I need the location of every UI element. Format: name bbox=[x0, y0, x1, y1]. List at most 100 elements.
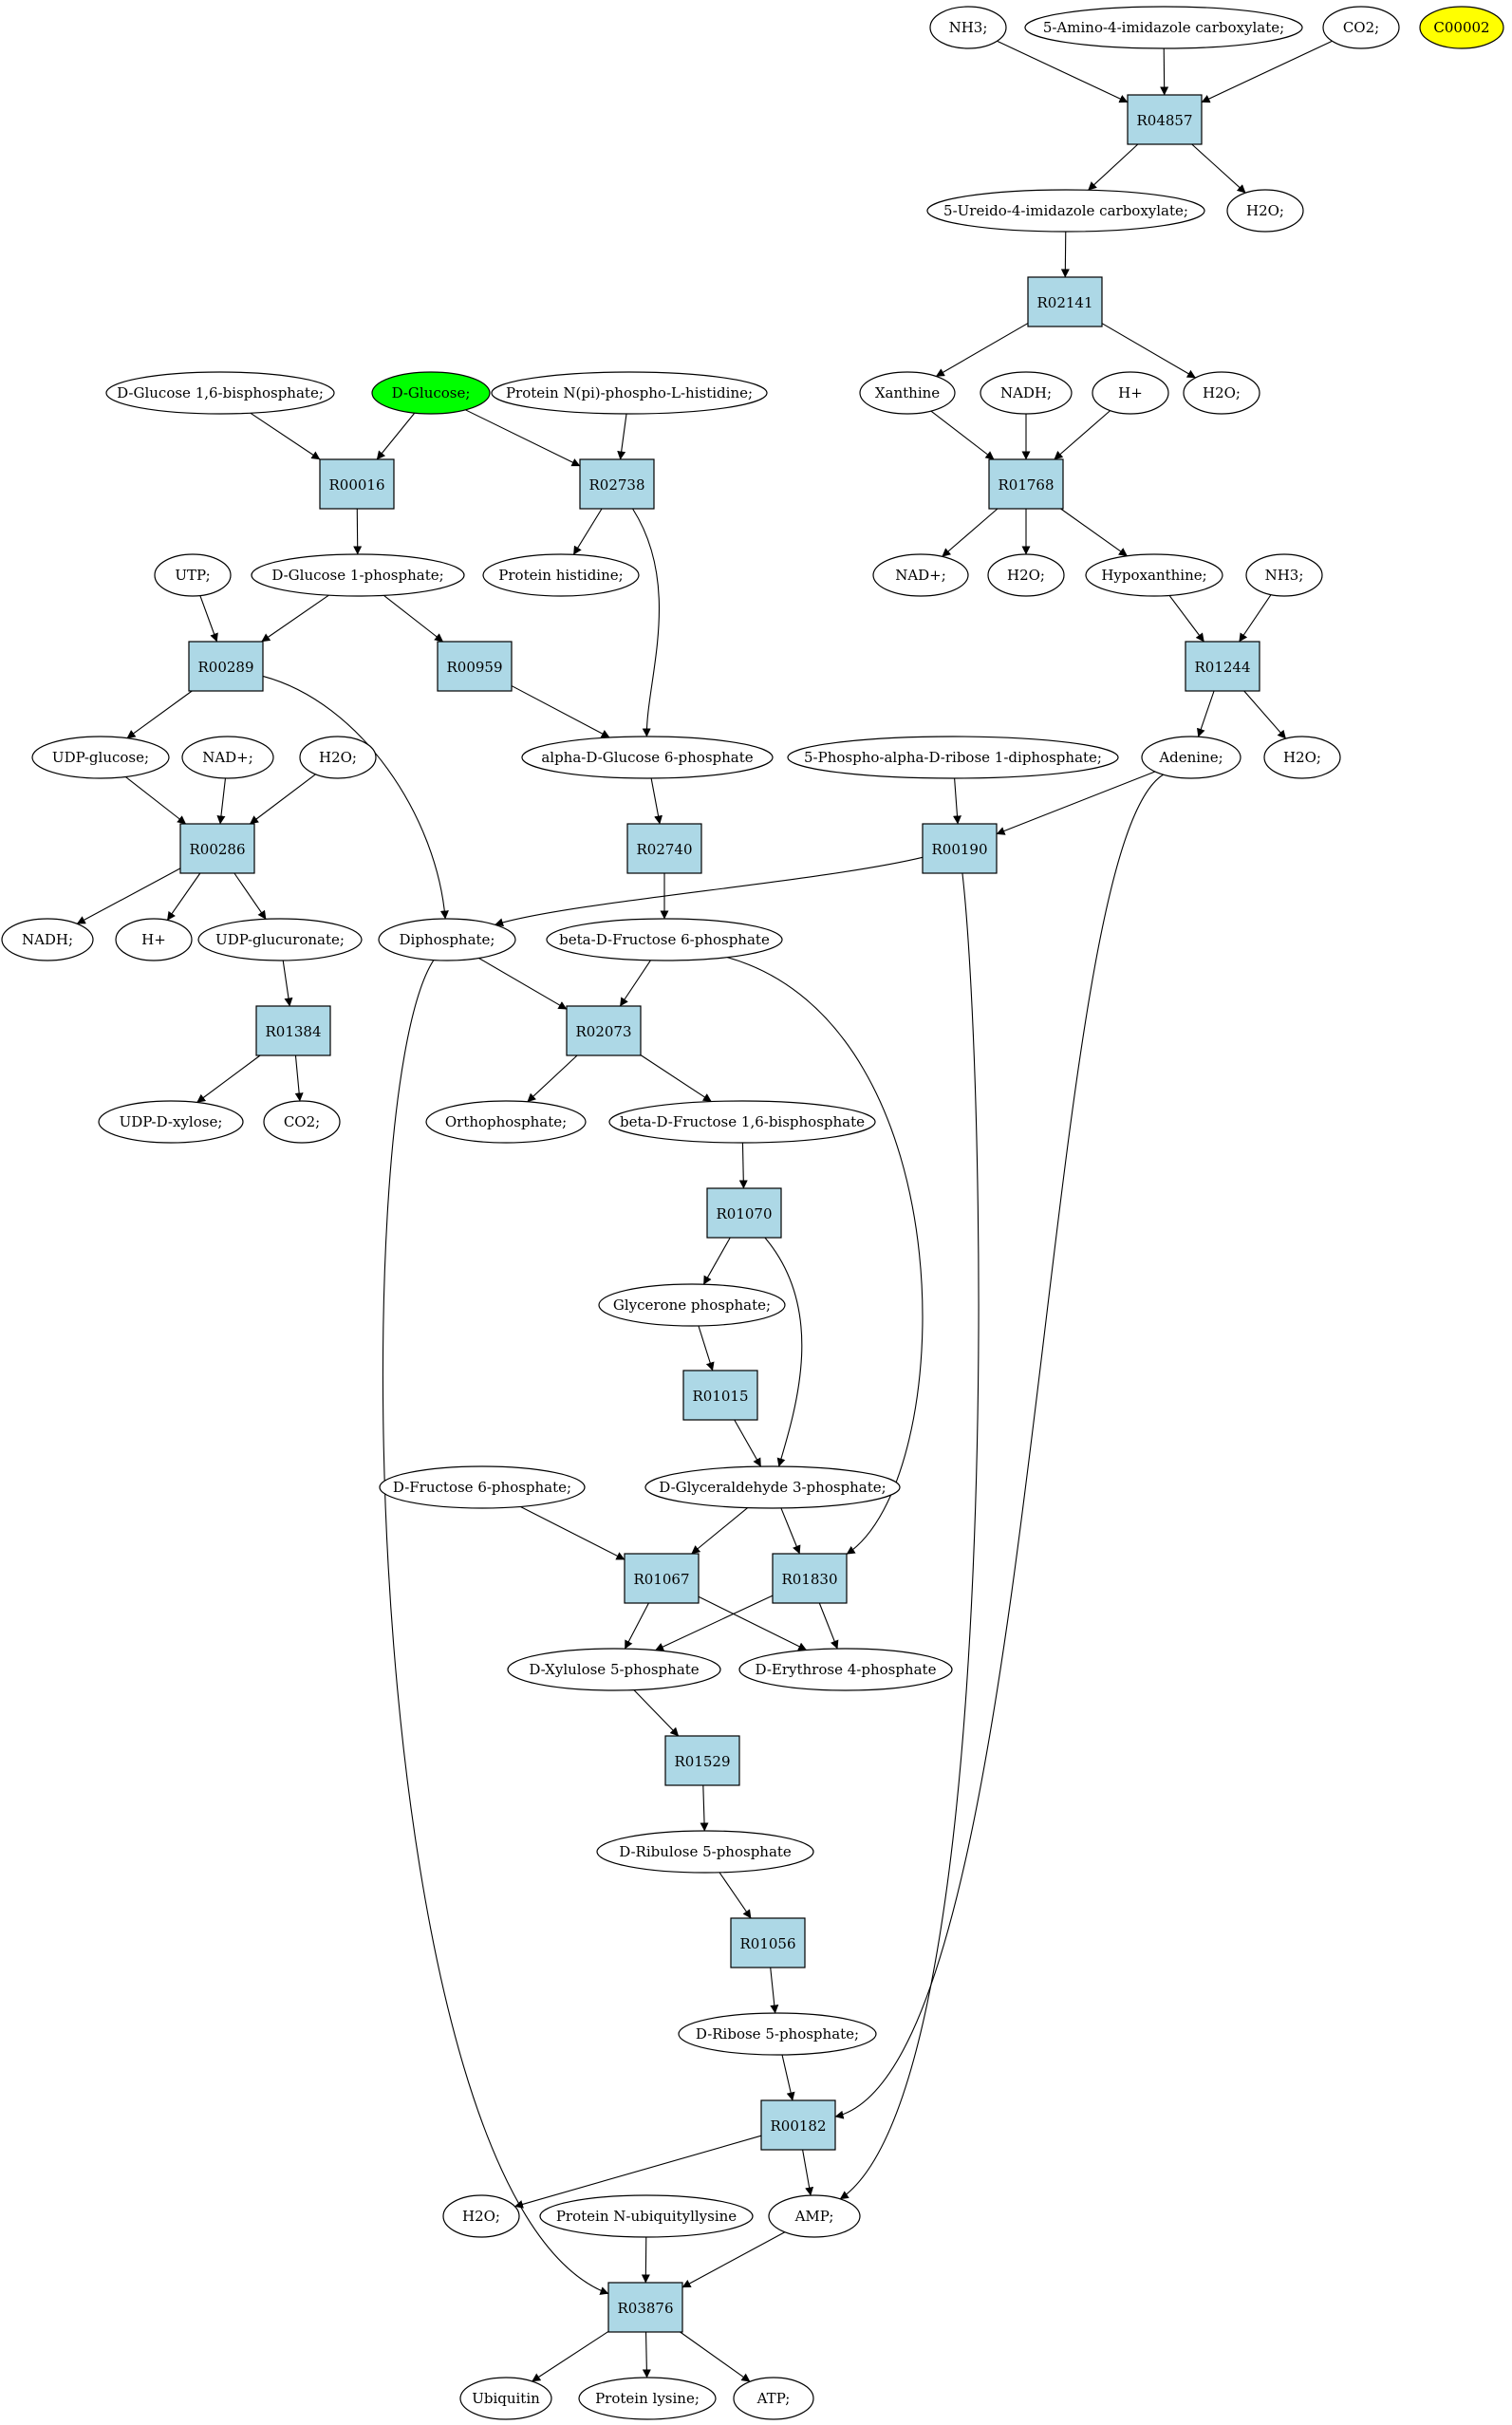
reaction-node-r01015[interactable]: R01015 bbox=[682, 1370, 758, 1421]
compound-node-hypoxanthine[interactable]: Hypoxanthine; bbox=[1085, 553, 1223, 597]
compound-node-nh3_b[interactable]: NH3; bbox=[1245, 553, 1323, 597]
reaction-node-r00182[interactable]: R00182 bbox=[760, 2099, 836, 2151]
compound-node-atp[interactable]: ATP; bbox=[733, 2377, 814, 2420]
reaction-node-r01830[interactable]: R01830 bbox=[772, 1553, 848, 1604]
compound-shape bbox=[1141, 736, 1241, 779]
reaction-shape bbox=[188, 641, 264, 692]
reaction-label: R00190 bbox=[931, 841, 987, 858]
compound-node-protlys[interactable]: Protein lysine; bbox=[578, 2377, 717, 2420]
compound-shape bbox=[371, 371, 491, 415]
edge-aglc6p-to-R02740 bbox=[650, 777, 663, 825]
compound-node-glc16bp[interactable]: D-Glucose 1,6-bisphosphate; bbox=[105, 371, 335, 415]
compound-node-co2_b[interactable]: CO2; bbox=[263, 1100, 341, 1144]
reaction-label: R03876 bbox=[617, 2300, 673, 2317]
compound-node-h2o_c[interactable]: H2O; bbox=[987, 553, 1065, 597]
edge-hypoxanthine-to-R01244 bbox=[1168, 595, 1204, 643]
reaction-node-r01244[interactable]: R01244 bbox=[1185, 641, 1260, 692]
compound-node-nadh_a[interactable]: NADH; bbox=[980, 371, 1073, 415]
reaction-node-r04857[interactable]: R04857 bbox=[1127, 94, 1203, 145]
compound-node-nadh_b[interactable]: NADH; bbox=[1, 918, 94, 961]
compound-node-nadplus_b[interactable]: NAD+; bbox=[181, 736, 274, 779]
reaction-node-r02141[interactable]: R02141 bbox=[1027, 276, 1103, 327]
compound-node-glc1p[interactable]: D-Glucose 1-phosphate; bbox=[251, 553, 465, 597]
compound-node-diphosphate[interactable]: Diphosphate; bbox=[378, 918, 516, 961]
compound-label: NH3; bbox=[949, 19, 988, 36]
compound-label: 5-Phospho-alpha-D-ribose 1-diphosphate; bbox=[804, 749, 1102, 766]
compound-node-h2o_e[interactable]: H2O; bbox=[299, 736, 377, 779]
compound-node-dglucose[interactable]: D-Glucose; bbox=[371, 371, 491, 415]
reaction-label: R01529 bbox=[674, 1753, 730, 1770]
compound-node-nadplus_a[interactable]: NAD+; bbox=[872, 553, 969, 597]
compound-node-protnphis[interactable]: Protein N(pi)-phospho-L-histidine; bbox=[491, 371, 768, 415]
compound-label: Ubiquitin bbox=[472, 2390, 540, 2407]
compound-node-amp[interactable]: AMP; bbox=[768, 2194, 861, 2238]
compound-node-amino_imid[interactable]: 5-Amino-4-imidazole carboxylate; bbox=[1024, 6, 1303, 49]
reaction-shape bbox=[626, 823, 702, 874]
reaction-label: R01384 bbox=[265, 1023, 321, 1040]
compound-node-ga3p[interactable]: D-Glyceraldehyde 3-phosphate; bbox=[644, 1465, 901, 1509]
edge-R02738-to-aglc6p bbox=[632, 508, 661, 737]
reaction-node-r01529[interactable]: R01529 bbox=[664, 1735, 740, 1786]
compound-node-dfru6p[interactable]: D-Fructose 6-phosphate; bbox=[379, 1465, 586, 1509]
reaction-node-r00190[interactable]: R00190 bbox=[922, 823, 998, 874]
compound-label: D-Erythrose 4-phosphate bbox=[756, 1661, 937, 1678]
reaction-node-r03876[interactable]: R03876 bbox=[607, 2282, 683, 2333]
compound-node-ery4p[interactable]: D-Erythrose 4-phosphate bbox=[738, 1648, 953, 1691]
compound-node-ureido[interactable]: 5-Ureido-4-imidazole carboxylate; bbox=[926, 189, 1205, 233]
compound-node-rul5p[interactable]: D-Ribulose 5-phosphate bbox=[596, 1830, 814, 1874]
compound-node-h2o_b[interactable]: H2O; bbox=[1183, 371, 1260, 415]
reaction-node-r00286[interactable]: R00286 bbox=[179, 823, 255, 874]
reaction-shape bbox=[437, 641, 513, 692]
compound-node-nh3_a[interactable]: NH3; bbox=[929, 6, 1007, 49]
reaction-node-r01067[interactable]: R01067 bbox=[624, 1553, 700, 1604]
reaction-node-r01384[interactable]: R01384 bbox=[255, 1005, 331, 1056]
reaction-node-r02740[interactable]: R02740 bbox=[626, 823, 702, 874]
compound-shape bbox=[1226, 189, 1304, 233]
compound-node-bfru16bp[interactable]: beta-D-Fructose 1,6-bisphosphate bbox=[608, 1100, 876, 1144]
compound-label: H+ bbox=[1118, 384, 1143, 401]
compound-node-h2o_a[interactable]: H2O; bbox=[1226, 189, 1304, 233]
reaction-shape bbox=[579, 458, 655, 510]
compound-node-ubiquitin[interactable]: Ubiquitin bbox=[459, 2377, 552, 2420]
compound-node-aglc6p[interactable]: alpha-D-Glucose 6-phosphate bbox=[521, 736, 774, 779]
reaction-label: R00286 bbox=[189, 841, 245, 858]
compound-node-xanthine[interactable]: Xanthine bbox=[859, 371, 956, 415]
reaction-shape bbox=[772, 1553, 848, 1604]
reaction-node-r02073[interactable]: R02073 bbox=[566, 1005, 642, 1056]
compound-shape bbox=[1245, 553, 1323, 597]
reaction-node-r00289[interactable]: R00289 bbox=[188, 641, 264, 692]
reaction-node-r00016[interactable]: R00016 bbox=[319, 458, 395, 510]
compound-node-c00002[interactable]: C00002 bbox=[1419, 6, 1504, 49]
compound-node-udpxyl[interactable]: UDP-D-xylose; bbox=[98, 1100, 244, 1144]
compound-node-adenine[interactable]: Adenine; bbox=[1141, 736, 1241, 779]
compound-node-xyl5p[interactable]: D-Xylulose 5-phosphate bbox=[507, 1648, 721, 1691]
compound-label: UDP-glucuronate; bbox=[215, 931, 345, 948]
compound-node-utp[interactable]: UTP; bbox=[154, 553, 232, 597]
edge-rib5p-to-R00182 bbox=[781, 2054, 795, 2101]
compound-node-protubq[interactable]: Protein N-ubiquityllysine bbox=[539, 2194, 754, 2238]
compound-node-hplus_b[interactable]: H+ bbox=[115, 918, 193, 961]
edge-bfru6p-to-R02073 bbox=[619, 960, 651, 1007]
reaction-label: R01768 bbox=[998, 476, 1054, 494]
compound-shape bbox=[987, 553, 1065, 597]
compound-node-h2o_f[interactable]: H2O; bbox=[442, 2194, 520, 2238]
reaction-node-r01070[interactable]: R01070 bbox=[706, 1187, 782, 1239]
compound-node-orthop[interactable]: Orthophosphate; bbox=[425, 1100, 587, 1144]
reaction-node-r00959[interactable]: R00959 bbox=[437, 641, 513, 692]
compound-node-bfru6p[interactable]: beta-D-Fructose 6-phosphate bbox=[546, 918, 783, 961]
edge-glc1p-to-R00289 bbox=[261, 594, 329, 643]
compound-shape bbox=[539, 2194, 754, 2238]
reaction-node-r01768[interactable]: R01768 bbox=[988, 458, 1064, 510]
compound-node-h2o_d[interactable]: H2O; bbox=[1263, 736, 1341, 779]
compound-node-udpglcu[interactable]: UDP-glucuronate; bbox=[197, 918, 363, 961]
compound-node-udpglc[interactable]: UDP-glucose; bbox=[31, 736, 170, 779]
reaction-node-r02738[interactable]: R02738 bbox=[579, 458, 655, 510]
reaction-node-r01056[interactable]: R01056 bbox=[730, 1917, 806, 1968]
compound-node-glyp[interactable]: Glycerone phosphate; bbox=[598, 1283, 786, 1327]
compound-node-rib5p[interactable]: D-Ribose 5-phosphate; bbox=[678, 2012, 877, 2056]
compound-node-hplus_a[interactable]: H+ bbox=[1092, 371, 1169, 415]
compound-label: beta-D-Fructose 6-phosphate bbox=[559, 931, 770, 948]
compound-node-co2_a[interactable]: CO2; bbox=[1322, 6, 1400, 49]
compound-node-prothis[interactable]: Protein histidine; bbox=[482, 553, 640, 597]
compound-node-prpp[interactable]: 5-Phospho-alpha-D-ribose 1-diphosphate; bbox=[787, 736, 1119, 779]
